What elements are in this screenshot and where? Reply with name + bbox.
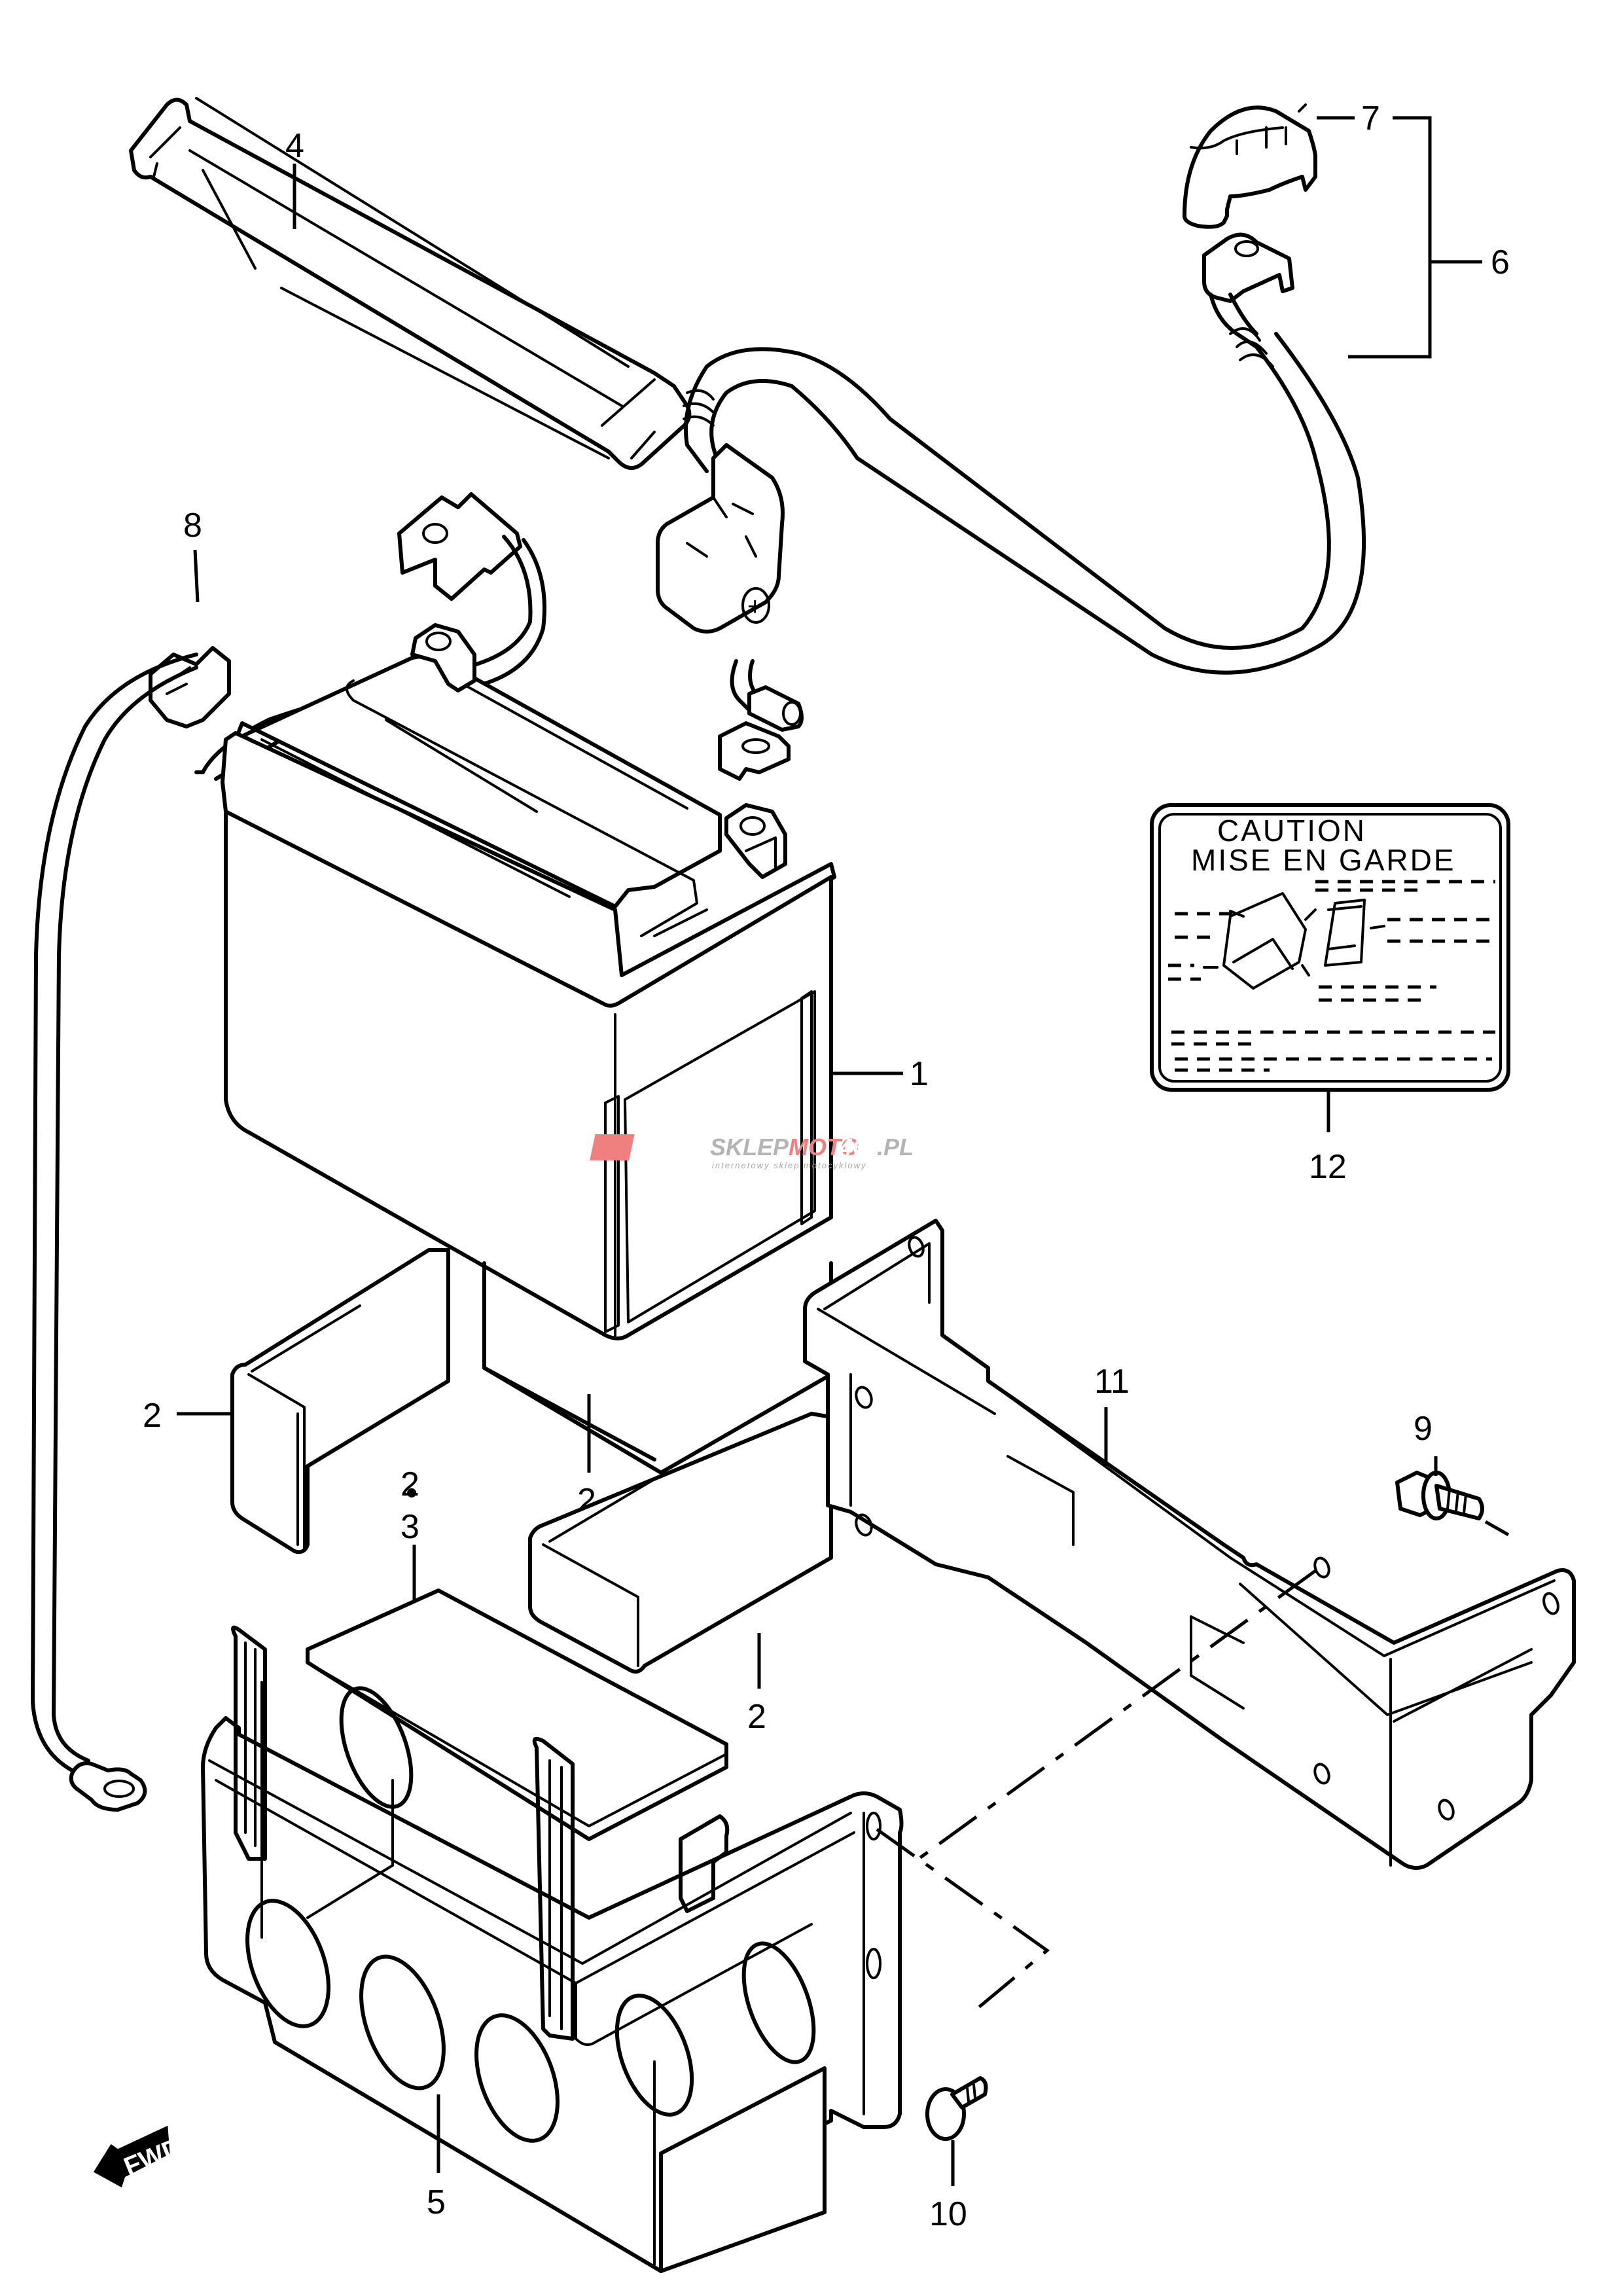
callout-9: 11 <box>1094 1363 1130 1401</box>
leader-10b <box>1484 1520 1510 1537</box>
bracket-5 <box>1348 116 1432 359</box>
battery-strap[interactable] <box>129 97 692 470</box>
watermark-part2: MOTO <box>789 1134 859 1160</box>
battery-pad-left[interactable] <box>230 1248 450 1554</box>
callout-2-left: 2 <box>143 1397 162 1435</box>
watermark-part3: 46 <box>839 1134 866 1160</box>
callout-1: 1 <box>910 1055 929 1093</box>
fwd-arrow-icon: FWD <box>93 2125 186 2188</box>
caution-label[interactable]: CAUTION MISE EN GARDE <box>1150 803 1510 1092</box>
screw[interactable] <box>925 2076 988 2141</box>
callout-3: 3 <box>400 1508 419 1546</box>
callout-2-combined: 2 <box>400 1465 419 1503</box>
callout-8: 5 <box>427 2183 446 2221</box>
watermark-tagline: internetowy sklep motocyklowy <box>712 1160 866 1170</box>
terminal-cover[interactable] <box>1183 103 1317 229</box>
battery[interactable] <box>221 623 836 1340</box>
holder-bracket[interactable] <box>803 1219 1576 1870</box>
callout-6: 7 <box>1361 99 1380 137</box>
caution-heading: CAUTION <box>1217 814 1366 848</box>
callout-10: 9 <box>1414 1410 1433 1448</box>
callout-separator: • <box>406 1474 418 1512</box>
battery-tray-pad[interactable] <box>306 1588 728 1841</box>
callout-11: 10 <box>929 2195 967 2233</box>
callout-2-front: 2 <box>747 1698 766 1736</box>
watermark-part1: SKLEP <box>710 1134 789 1160</box>
flange-bolt[interactable] <box>1395 1471 1484 1520</box>
leader-7 <box>193 549 200 603</box>
assembly-line-11 <box>876 1827 1050 2017</box>
battery-holder[interactable] <box>201 1625 904 2273</box>
callout-4: 4 <box>285 127 304 165</box>
watermark: SKLEPMOTO 46 .PL internetowy sklep motoc… <box>590 1134 914 1170</box>
callout-7: 8 <box>183 507 202 545</box>
watermark-part4: .PL <box>877 1134 914 1160</box>
callout-12: 12 <box>1309 1148 1347 1186</box>
positive-terminal-symbol: + <box>747 592 762 621</box>
battery-pad-front[interactable] <box>528 1412 833 1674</box>
svg-text:SKLEPMOTO: SKLEPMOTO <box>710 1134 859 1160</box>
callout-5: 6 <box>1491 243 1510 281</box>
caution-subheading: MISE EN GARDE <box>1191 843 1456 877</box>
positive-battery-cable[interactable]: + <box>656 232 1366 781</box>
